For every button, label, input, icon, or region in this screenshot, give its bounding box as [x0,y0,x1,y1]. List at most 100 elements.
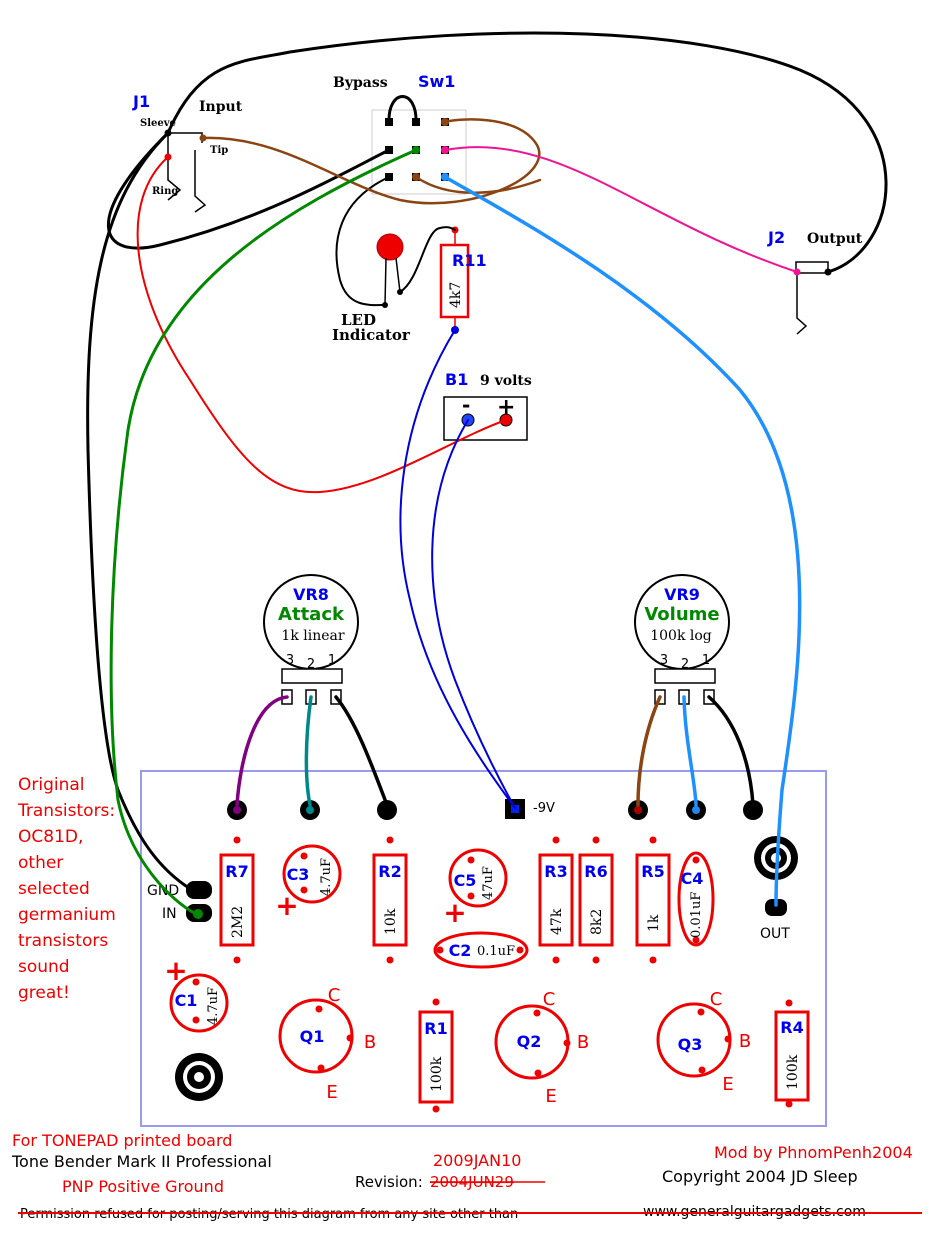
r11-ref: R11 [452,251,487,270]
vr9-pin2: 2 [681,657,689,672]
j1-ring-label: Ring [152,186,178,197]
r5-ref: R5 [641,862,664,881]
transistor-q3: Q3 C B E [656,989,751,1095]
resistor-r6: R6 8k2 [578,836,614,964]
r5-value: 1k [646,914,662,932]
resistor-r11: R11 4k7 [439,226,487,319]
q1-base: B [364,1032,376,1053]
revision-label: Revision: [355,1173,423,1191]
c4-value: 0.01uF [689,892,704,938]
resistor-r3: R3 47k [538,836,574,964]
r2-value: 10k [383,908,399,935]
copyright: Copyright 2004 JD Sleep [662,1167,858,1186]
r4-ref: R4 [780,1018,803,1037]
vr8-pin2: 2 [307,657,315,672]
pot-vr9-volume: VR9 Volume 100k log 3 2 1 [634,574,730,705]
c3-plus-mark: + [275,889,298,922]
note-line-4: other [18,853,63,873]
wire-r11-neg [399,329,516,809]
r3-ref: R3 [544,862,567,881]
q3-base: B [739,1031,751,1052]
note-line-1: Original [18,775,85,795]
note-line-3: OC81D, [18,827,83,847]
led-indicator: LED Indicator [332,233,411,344]
battery-plus: + [497,395,515,420]
q2-emitter: E [545,1086,556,1107]
vr9-value: 100k log [650,628,712,644]
vr8-pin1: 1 [328,653,336,668]
r6-value: 8k2 [589,909,605,935]
wires [86,31,888,916]
transistor-q2: Q2 C B E [494,989,589,1107]
r7-value: 2M2 [230,906,246,938]
q1-collector: C [328,985,341,1006]
r2-ref: R2 [378,862,401,881]
capacitor-c5: C5 47uF + [443,848,508,929]
transistor-note: Original Transistors: OC81D, other selec… [17,775,116,1003]
transistor-q1: Q1 C B E [278,985,376,1103]
input-jack-j1: J1 Input Sleeve Tip Ring [132,92,243,213]
vr9-pin1: 1 [702,653,710,668]
note-line-9: great! [18,983,70,1003]
q1-ref: Q1 [300,1027,325,1046]
j1-name: Input [199,99,243,115]
dc-jack-icon [175,1053,223,1101]
battery-b1: B1 9 volts - + [443,370,532,441]
led-label-2: Indicator [332,326,411,344]
in-label: IN [162,906,177,922]
vr9-ref: VR9 [664,585,700,604]
note-line-6: germanium [18,905,116,925]
c5-plus-mark: + [443,896,466,929]
revision-new: 2009JAN10 [433,1151,521,1170]
capacitor-c4: C4 0.01uF [677,851,715,947]
capacitor-c3: C3 4.7uF + [275,844,342,922]
neg9v-label: -9V [533,801,555,816]
q3-emitter: E [722,1074,733,1095]
resistor-r2: R2 10k [372,836,408,964]
mod-credit: Mod by PhnomPenh2004 [714,1143,913,1162]
r6-ref: R6 [584,862,607,881]
note-line-5: selected [18,879,90,899]
j1-ref: J1 [132,92,150,111]
battery-value: 9 volts [480,373,532,389]
capacitor-c1: C1 4.7uF + [164,954,229,1033]
q2-ref: Q2 [517,1032,542,1051]
wire-gnd [86,131,194,892]
wire-input [109,148,418,916]
c1-plus-mark: + [164,954,187,987]
vr8-pin3: 3 [286,653,294,668]
vr9-name: Volume [644,604,719,625]
c3-value: 4.7uF [319,858,334,896]
wire-vr8-pin2 [304,695,313,807]
wire-ring-battery [136,156,507,494]
battery-ref: B1 [445,370,468,389]
wire-terminals [164,118,832,334]
wire-vr9-pin3 [636,695,662,807]
c1-value: 4.7uF [206,987,221,1025]
battery-minus: - [462,393,470,417]
r1-value: 100k [429,1056,445,1092]
capacitor-c2: C2 0.1uF [433,931,529,969]
wire-led-anode [399,226,456,293]
out-label: OUT [760,926,790,942]
c1-ref: C1 [175,991,198,1010]
c3-ref: C3 [287,865,310,884]
board-pads: -9V [227,799,763,820]
c2-value: 0.1uF [477,944,515,959]
c2-ref: C2 [449,941,472,960]
q3-collector: C [710,989,723,1010]
wire-battery-neg [431,419,516,809]
wire-vr8-pin3 [235,695,289,807]
pot-vr8-attack: VR8 Attack 1k linear 3 2 1 [263,574,359,705]
project-title: Tone Bender Mark II Professional [11,1152,272,1171]
tonepad-note: For TONEPAD printed board [12,1131,232,1150]
q1-emitter: E [326,1082,337,1103]
wire-ground-loop [166,31,888,274]
c5-value: 47uF [481,866,496,900]
j2-name: Output [807,231,863,247]
wire-sleeve-switch [107,131,391,250]
gnd-label: GND [147,883,179,899]
q2-base: B [577,1032,589,1053]
vr8-name: Attack [278,604,345,625]
